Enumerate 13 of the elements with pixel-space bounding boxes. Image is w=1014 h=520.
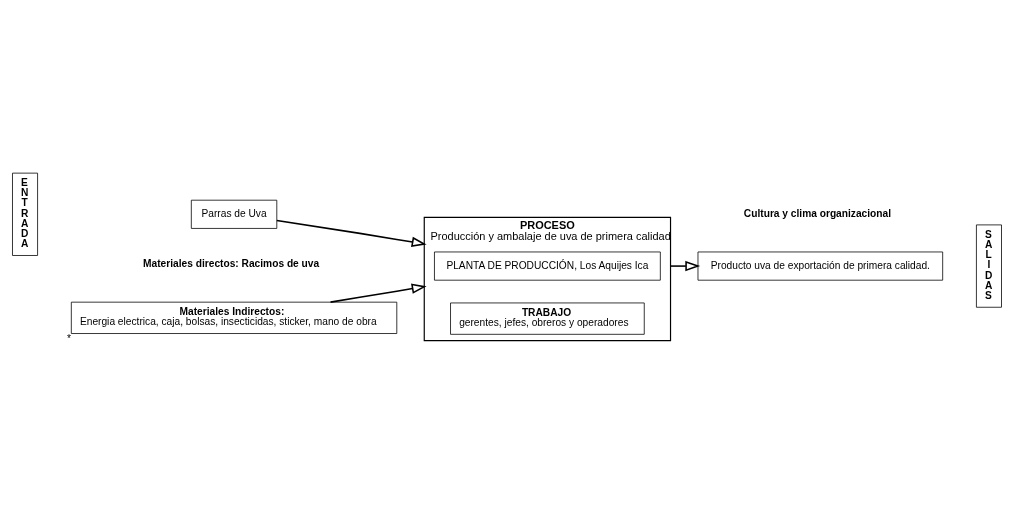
arrow [329,283,427,303]
node-box: Producto uva de exportación de primera calidad. [697,251,944,281]
label: Materiales directos: Racimos de uva [143,258,320,270]
node-box: S A L I D A S [976,224,1002,308]
node-box: Parras de Uva [190,199,278,229]
label: Cultura y clima organizacional [743,207,892,219]
arrow [276,219,427,248]
node-box: Materiales Indirectos: Energia electrica, caja, bolsas, insecticidas, sticker, mano de obra [70,301,398,334]
arrow [669,260,701,272]
node-box: PLANTA DE PRODUCCIÓN, Los Aquijes Ica [434,251,661,281]
node-label: * [66,332,71,344]
node-box: E N T R A D A [12,172,38,256]
node-box: TRABAJO gerentes, jefes, obreros y operadores [450,302,645,335]
